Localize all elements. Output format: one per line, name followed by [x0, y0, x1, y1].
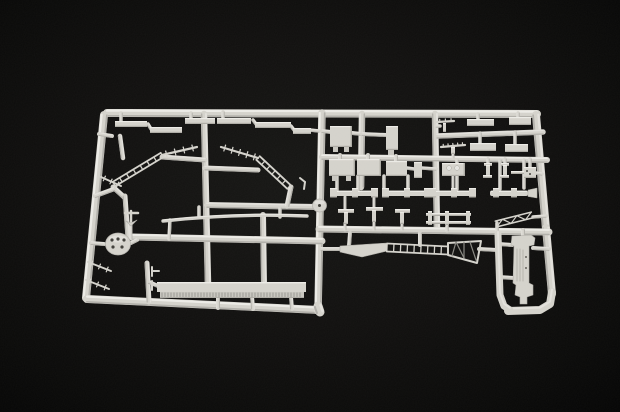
- film-grain-overlay: [0, 0, 620, 412]
- sprue-photo: [0, 0, 620, 412]
- photo-canvas: [0, 0, 620, 412]
